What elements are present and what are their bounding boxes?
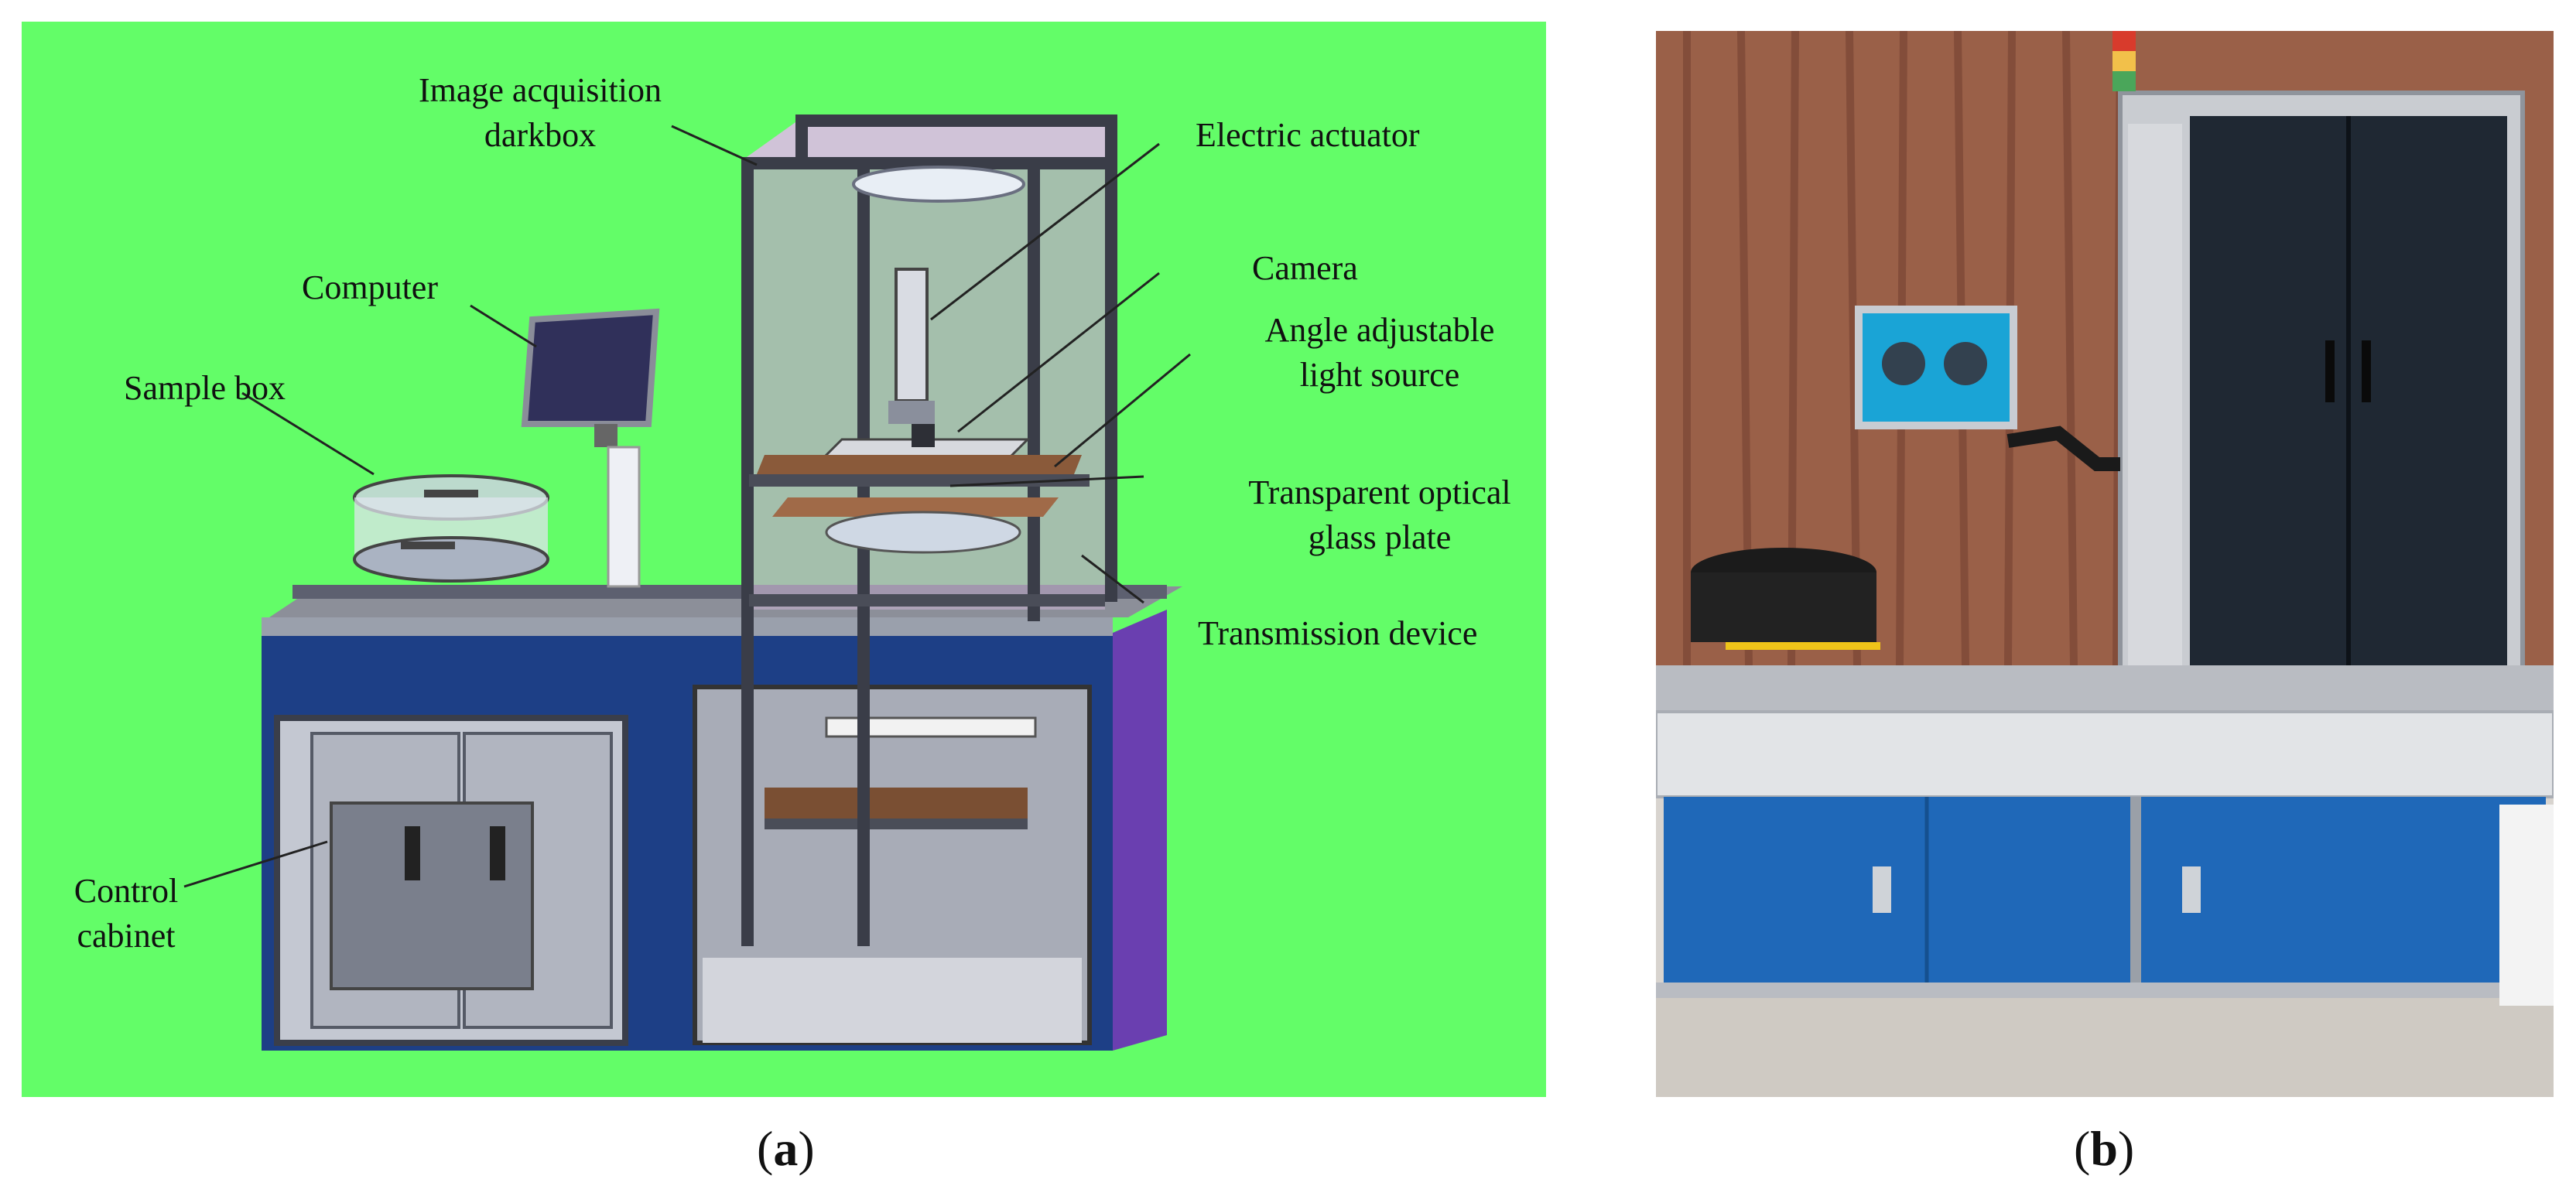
callout-image-acquisition-darkbox: Image acquisition darkbox (418, 71, 662, 154)
optical-glass-plate (825, 511, 1021, 554)
computer-monitor (521, 308, 660, 427)
callout-camera: Camera (1252, 249, 1358, 287)
sample-box-photo (1691, 572, 1876, 642)
light-source-bar (772, 497, 1059, 517)
leader-lines (183, 125, 1191, 888)
callout-computer: Computer (302, 268, 438, 306)
callout-sample-box: Sample box (124, 369, 286, 407)
cad-machine-drawing (183, 114, 1191, 1051)
callout-angle-adjustable-light-source: Angle adjustable light source (1264, 311, 1495, 394)
caption-b: (b) (2074, 1121, 2135, 1176)
electric-actuator (895, 268, 929, 402)
callout-electric-actuator: Electric actuator (1196, 116, 1420, 154)
blue-cabinet (1664, 797, 2546, 983)
top-light-disc (852, 166, 1025, 203)
caption-a: (a) (757, 1121, 815, 1176)
callout-transparent-optical-glass-plate: Transparent optical glass plate (1248, 473, 1511, 556)
panel-b-photo (1656, 31, 2554, 1097)
base-cabinet-side (1113, 610, 1167, 1051)
front-panel (1656, 710, 2554, 798)
machine-photo-illustration (1656, 31, 2554, 1097)
camera-body (912, 424, 935, 447)
frame-post-left (741, 157, 754, 946)
callout-control-cabinet: Control cabinet (74, 872, 179, 955)
monitor (1855, 306, 2017, 429)
panel-a-cad-rendering: Image acquisition darkbox Electric actua… (22, 22, 1546, 1097)
callout-transmission-device: Transmission device (1198, 614, 1478, 652)
